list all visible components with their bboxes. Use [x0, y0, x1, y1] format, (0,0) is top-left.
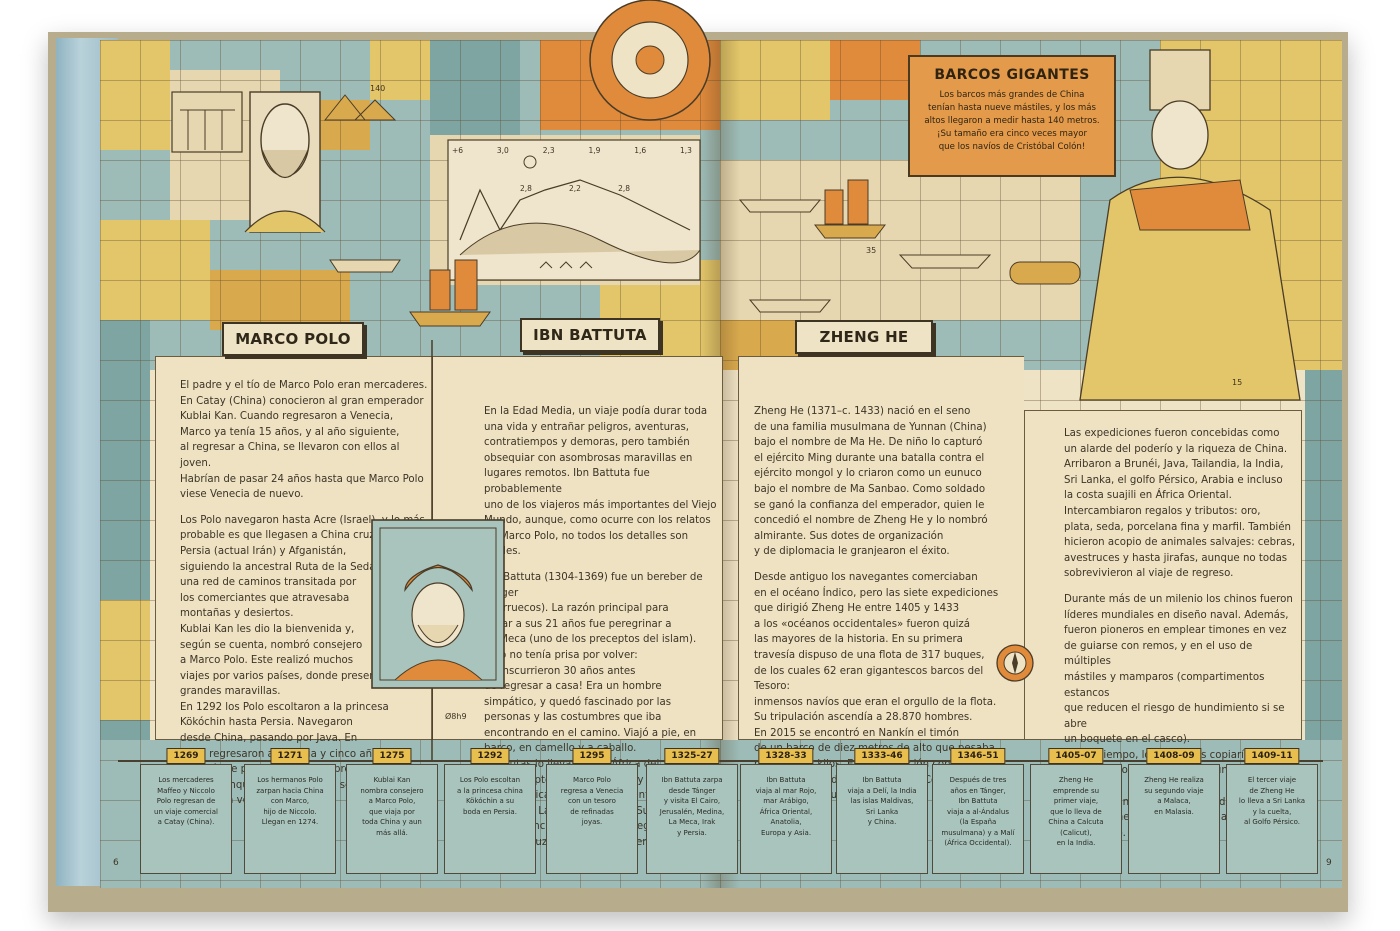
zheng-he-panel: [738, 356, 1024, 740]
timeline-text: Los Polo escoltan a la princesa china Kö…: [457, 776, 523, 816]
timeline-text: Después de tres años en Tánger, Ibn Batt…: [941, 776, 1015, 847]
chart-value: 2,8: [520, 184, 532, 193]
callout-title: BARCOS GIGANTES: [934, 67, 1090, 83]
timeline-year: 1346-51: [950, 748, 1006, 764]
section-title-zheng-he: ZHENG HE: [795, 320, 933, 354]
map-tile: [830, 40, 920, 100]
chart-values-row-lower: 2,8 2,2 2,8: [520, 184, 630, 193]
section-title-marco-polo: MARCO POLO: [222, 322, 364, 356]
chart-value: 1,9: [588, 146, 601, 155]
chart-value: 1,6: [634, 146, 647, 155]
map-tile: [720, 40, 830, 120]
marco-polo-portrait-illustration: [171, 91, 397, 233]
timeline-year: 1292: [470, 748, 510, 764]
compass-icon: [996, 644, 1034, 682]
paragraph: En la Edad Media, un viaje podía durar t…: [484, 406, 717, 557]
map-tile: [370, 40, 430, 100]
timeline-year: 1405-07: [1048, 748, 1104, 764]
barcos-gigantes-callout: BARCOS GIGANTES Los barcos más grandes d…: [908, 55, 1116, 177]
timeline-text: Zheng He realiza su segundo viaje a Mala…: [1144, 776, 1204, 816]
chart-value: 3,0: [496, 146, 509, 155]
measure-label: 15: [1232, 378, 1243, 387]
chart-value: +6: [452, 146, 464, 155]
timeline-text: Los mercaderes Maffeo y Niccolo Polo reg…: [154, 776, 218, 826]
timeline-card: 1269 Los mercaderes Maffeo y Niccolo Pol…: [140, 748, 232, 874]
chart-value: 2,8: [618, 184, 630, 193]
section-title-ibn-battuta: IBN BATTUTA: [520, 318, 660, 352]
paragraph: El padre y el tío de Marco Polo eran mer…: [180, 380, 428, 501]
timeline-line: [118, 760, 1323, 762]
map-tile: [430, 40, 520, 135]
timeline-card: 1295 Marco Polo regresa a Venecia con un…: [546, 748, 638, 874]
timeline-text: Kublai Kan nombra consejero a Marco Polo…: [360, 776, 424, 837]
chinese-junk-ships-illustration: [329, 179, 992, 327]
chart-value: 2,3: [542, 146, 555, 155]
zheng-he-portrait-illustration: [1009, 49, 1301, 401]
timeline-text: Ibn Battuta viaja a Delí, la India las i…: [847, 776, 917, 826]
ruler-label: 140: [370, 84, 386, 93]
dimension-label: Ø8h9: [445, 712, 467, 721]
timeline-text: Los hermanos Polo zarpan hacia China con…: [256, 776, 324, 826]
timeline-card: 1325-27 Ibn Battuta zarpa desde Tánger y…: [646, 748, 738, 874]
timeline-text: Ibn Battuta zarpa desde Tánger y visita …: [659, 776, 725, 837]
page-number-right: 9: [1326, 858, 1332, 868]
timeline-card: 1328-33 Ibn Battuta viaja al mar Rojo, m…: [740, 748, 832, 874]
map-tile: [1305, 370, 1342, 750]
timeline-year: 1328-33: [758, 748, 814, 764]
timeline-year: 1295: [572, 748, 612, 764]
map-tile: [100, 220, 210, 320]
timeline-card: 1275 Kublai Kan nombra consejero a Marco…: [346, 748, 438, 874]
timeline-year: 1333-46: [854, 748, 910, 764]
timeline-card: 1333-46 Ibn Battuta viaja a Delí, la Ind…: [836, 748, 928, 874]
ship-measure-label: 35: [866, 246, 877, 255]
timeline-card: 1408-09 Zheng He realiza su segundo viaj…: [1128, 748, 1220, 874]
sea-panel: [720, 160, 1080, 320]
timeline-card: 1346-51 Después de tres años en Tánger, …: [932, 748, 1024, 874]
chart-value: 2,2: [569, 184, 581, 193]
timeline-year: 1409-11: [1244, 748, 1300, 764]
paragraph: Zheng He (1371–c. 1433) nació en el seno…: [754, 406, 988, 558]
zheng-he-right-panel: [1024, 410, 1302, 740]
chart-value: 1,3: [680, 146, 692, 155]
timeline-year: 1269: [166, 748, 206, 764]
timeline-card: 1292 Los Polo escoltan a la princesa chi…: [444, 748, 536, 874]
map-tile: [100, 600, 150, 720]
timeline-year: 1408-09: [1146, 748, 1202, 764]
timeline-card: 1271 Los hermanos Polo zarpan hacia Chin…: [244, 748, 336, 874]
ibn-battuta-portrait-illustration: [371, 519, 505, 689]
map-tile: [210, 270, 350, 330]
paragraph: Las expediciones fueron concebidas como …: [1064, 428, 1296, 580]
timeline-text: Zheng He emprende su primer viaje, que l…: [1048, 776, 1104, 847]
map-tile: [100, 40, 170, 150]
timeline-text: Marco Polo regresa a Venecia con un teso…: [560, 776, 624, 826]
chart-values-row: +6 3,0 2,3 1,9 1,6 1,3: [452, 146, 692, 155]
page-number-left: 6: [113, 858, 119, 868]
callout-text: Los barcos más grandes de China tenían h…: [924, 90, 1100, 152]
timeline-year: 1271: [270, 748, 310, 764]
timeline-year: 1325-27: [664, 748, 720, 764]
timeline-text: El tercer viaje de Zheng He lo lleva a S…: [1238, 776, 1306, 826]
elevation-chart-illustration: [447, 139, 701, 281]
timeline-card: 1405-07 Zheng He emprende su primer viaj…: [1030, 748, 1122, 874]
timeline-card: 1409-11 El tercer viaje de Zheng He lo l…: [1226, 748, 1318, 874]
timeline-year: 1275: [372, 748, 412, 764]
timeline-text: Ibn Battuta viaja al mar Rojo, mar Arábi…: [755, 776, 817, 837]
compass-rose-illustration: [589, 0, 711, 121]
